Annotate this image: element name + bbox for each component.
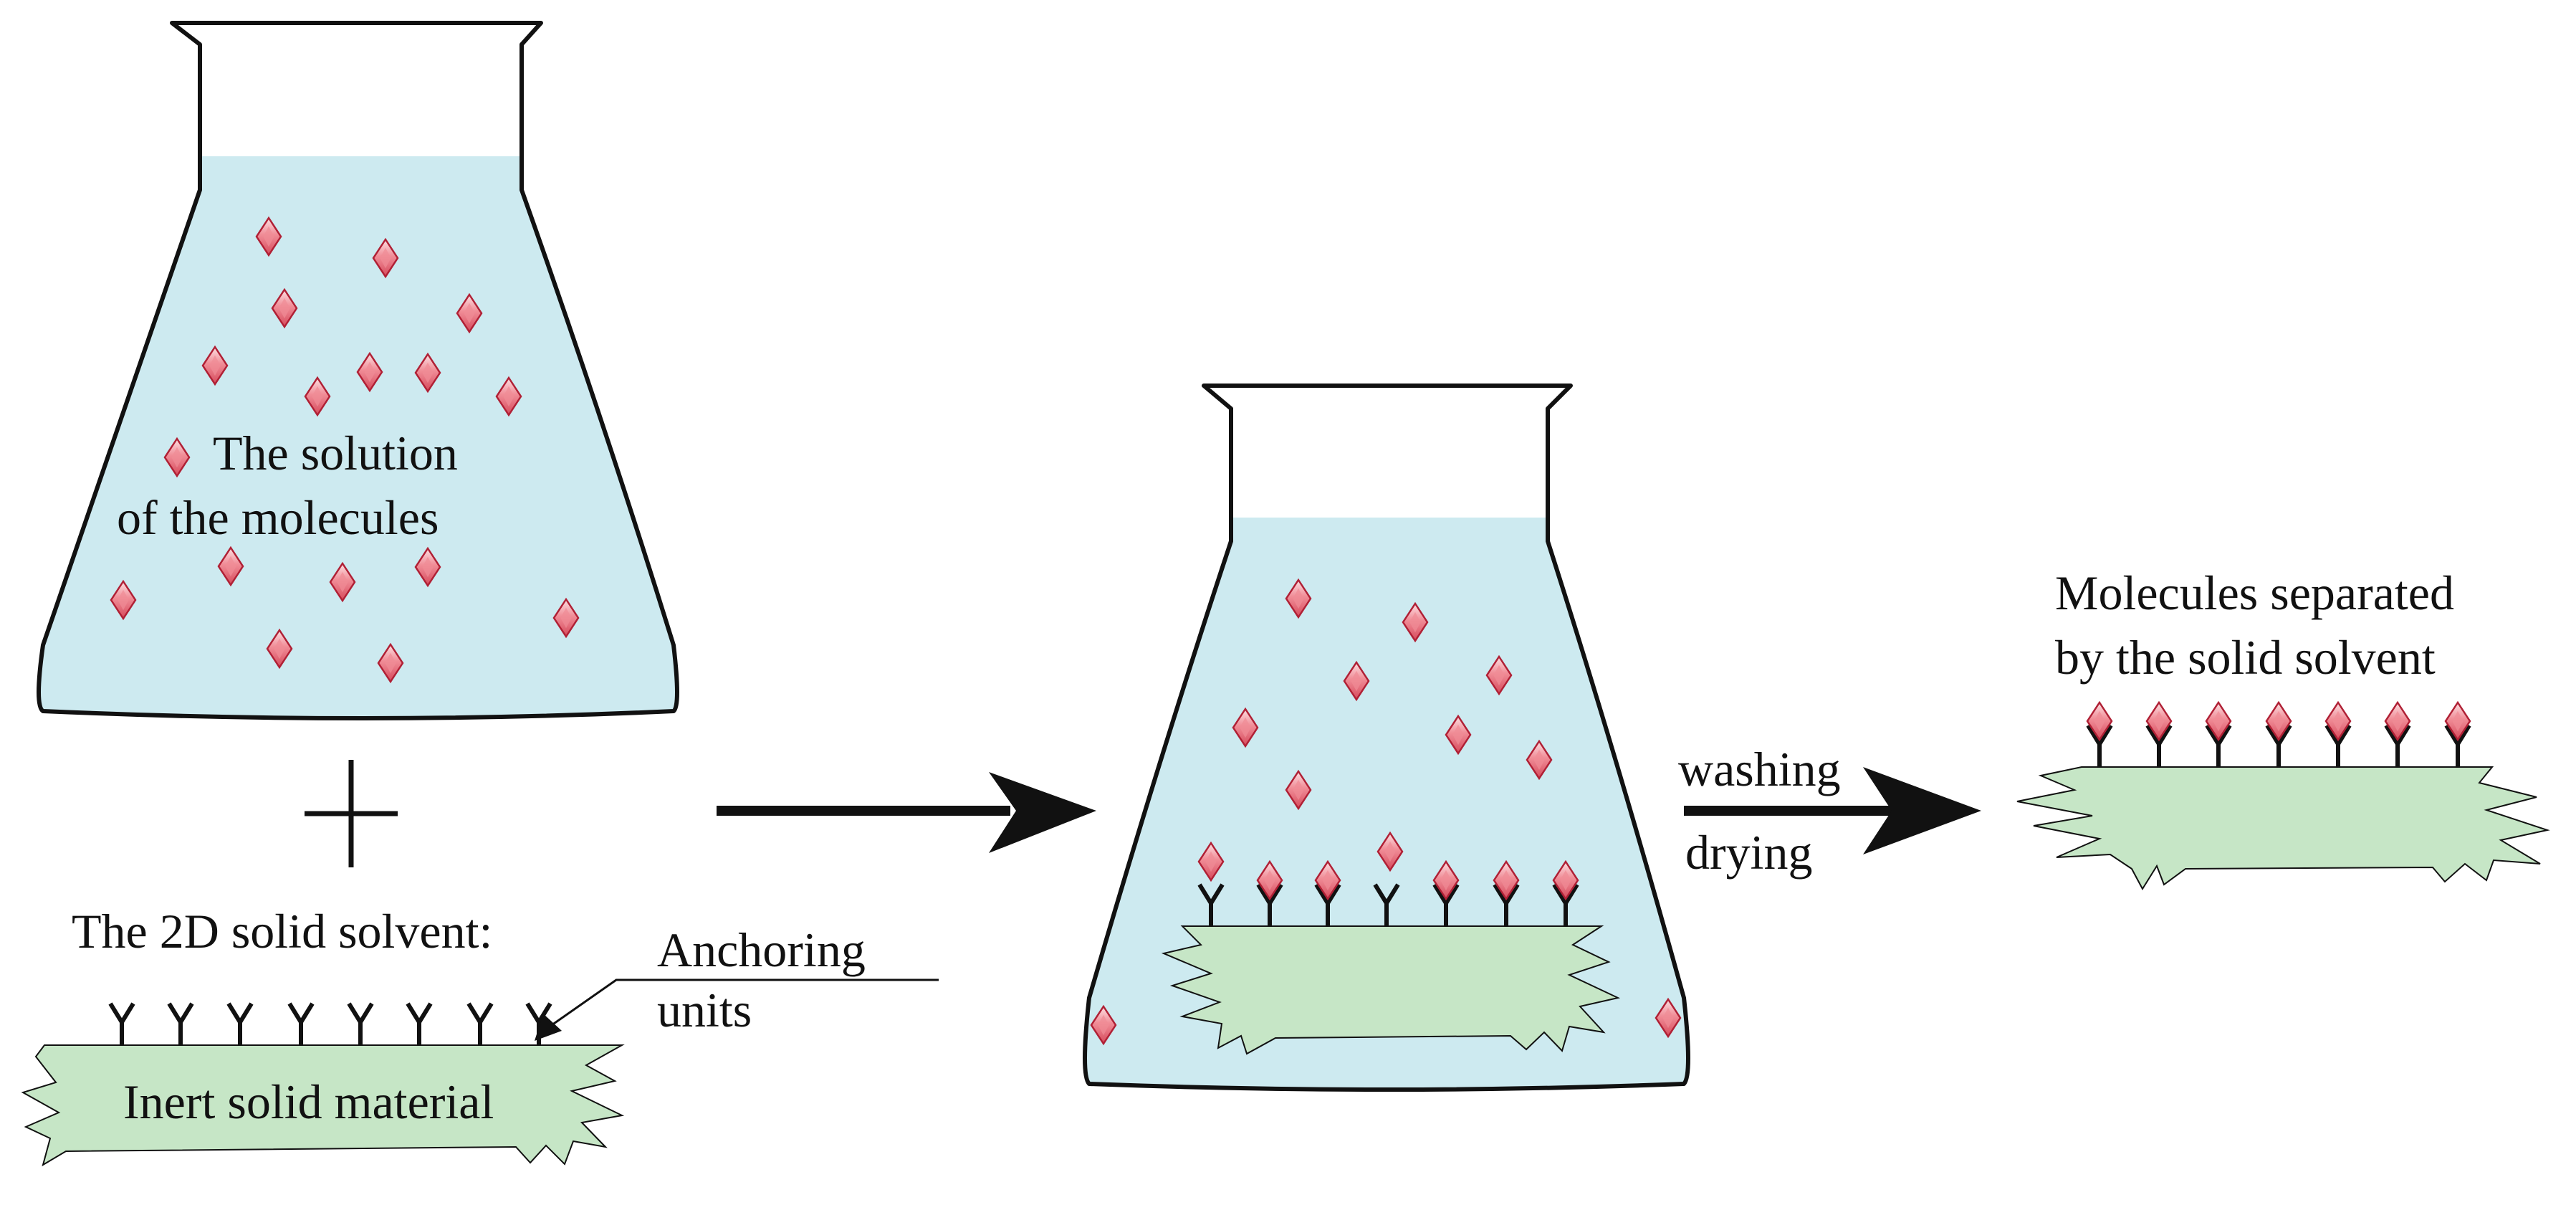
diamond-molecule-icon [1402,601,1429,643]
drying-label: drying [1685,825,1813,880]
process-arrow-icon [717,772,1096,853]
diamond-molecule-icon [1343,660,1370,702]
diamond-molecule-icon [271,287,298,329]
y-anchor-icon [1552,883,1579,926]
diamond-molecule-icon [356,351,383,393]
washing-drying-arrow-icon [1684,767,1981,854]
y-anchor-icon [1432,883,1460,926]
diamond-molecule-icon [1314,859,1341,901]
diamond-molecule-icon [2205,700,2232,742]
diamond-molecule-icon [217,546,244,587]
mixing-flask [1083,384,1690,1092]
mixing-flask-outline [1083,384,1690,1092]
diamond-molecule-icon [2086,700,2113,742]
y-anchor-icon [1197,883,1225,926]
diamond-molecule-icon [1285,578,1312,619]
diamond-molecule-icon [377,642,404,684]
y-anchor-icon [2444,724,2471,767]
diamond-molecule-icon [1526,739,1553,781]
diamond-molecule-icon [2145,700,2173,742]
diamond-molecule-icon [255,216,282,257]
diamond-molecule-icon [2265,700,2292,742]
solvent-anchoring-units [108,1002,552,1045]
y-anchor-icon [1314,883,1341,926]
diamond-molecule-icon [1197,841,1225,882]
diamond-molecule-icon [1376,831,1404,872]
solid-solvent-title: The 2D solid solvent: [72,904,492,958]
diamond-molecule-icon [414,546,441,588]
y-anchor-icon [2205,724,2232,767]
diamond-molecule-icon [2384,700,2411,742]
y-anchor-icon [406,1002,433,1045]
diamond-molecule-icon [1655,997,1682,1039]
diamond-molecule-icon [1432,859,1460,901]
diamond-molecule-icon [2444,700,2471,742]
y-anchor-icon [2086,724,2113,767]
y-anchor-icon [1373,883,1400,926]
diamond-molecule-icon [201,345,229,386]
final-anchored-units [2086,700,2471,767]
y-anchor-icon [2265,724,2292,767]
y-anchor-icon [466,1002,494,1045]
anchoring-callout-arrow [535,978,939,1041]
inert-material-label: Inert solid material [123,1075,494,1129]
diamond-molecule-icon [2324,700,2352,742]
diamond-molecule-icon [1552,859,1579,901]
solution-label-line1: The solution [213,426,458,480]
diamond-molecule-icon [1090,1004,1117,1046]
separated-solid-block [2016,766,2550,890]
diamond-molecule-icon [1285,769,1312,811]
solution-liquid [39,156,677,718]
diamond-molecule-icon [110,579,137,621]
flask1-molecules [110,216,580,684]
y-anchor-icon [167,1002,194,1045]
diamond-molecule-icon [266,628,293,670]
diamond-molecule-icon [1232,707,1259,748]
flask2-molecules [1090,578,1682,1046]
y-anchor-icon [2384,724,2411,767]
solution-label: The solution of the molecules [117,426,458,545]
y-anchor-icon [1256,883,1283,926]
mixing-solid-block [1161,925,1621,1055]
diamond-molecule-icon [1493,859,1520,901]
mixing-anchoring-units [1197,859,1579,926]
diamond-molecule-icon [414,352,441,394]
diamond-molecule-icon [372,237,399,279]
solution-label-line2: of the molecules [117,490,439,545]
y-anchor-icon [2324,724,2352,767]
diamond-molecule-icon [456,292,483,334]
plus-sign-icon [305,760,398,867]
y-anchor-icon [287,1002,315,1045]
anchoring-label-line2: units [657,983,752,1037]
y-anchor-icon [347,1002,374,1045]
y-anchor-icon [108,1002,135,1045]
diamond-molecule-icon [304,376,331,417]
washing-label: washing [1678,742,1841,796]
solution-flask [37,21,679,720]
diamond-molecule-icon [495,376,522,417]
diamond-molecule-icon [1485,654,1513,696]
diamond-molecule-icon [1256,859,1283,901]
separated-label-line2: by the solid solvent [2055,630,2436,685]
y-anchor-icon [1493,883,1520,926]
diamond-molecule-icon [329,561,356,603]
y-anchor-icon [226,1002,254,1045]
diamond-molecule-icon [163,437,191,478]
diamond-molecule-icon [1445,714,1472,756]
y-anchor-icon [2145,724,2173,767]
anchoring-label-line1: Anchoring [657,923,866,977]
diamond-molecule-icon [552,597,580,639]
separated-label-line1: Molecules separated [2055,566,2454,620]
inert-solid-block [21,1044,625,1167]
flask-outline [37,21,679,720]
